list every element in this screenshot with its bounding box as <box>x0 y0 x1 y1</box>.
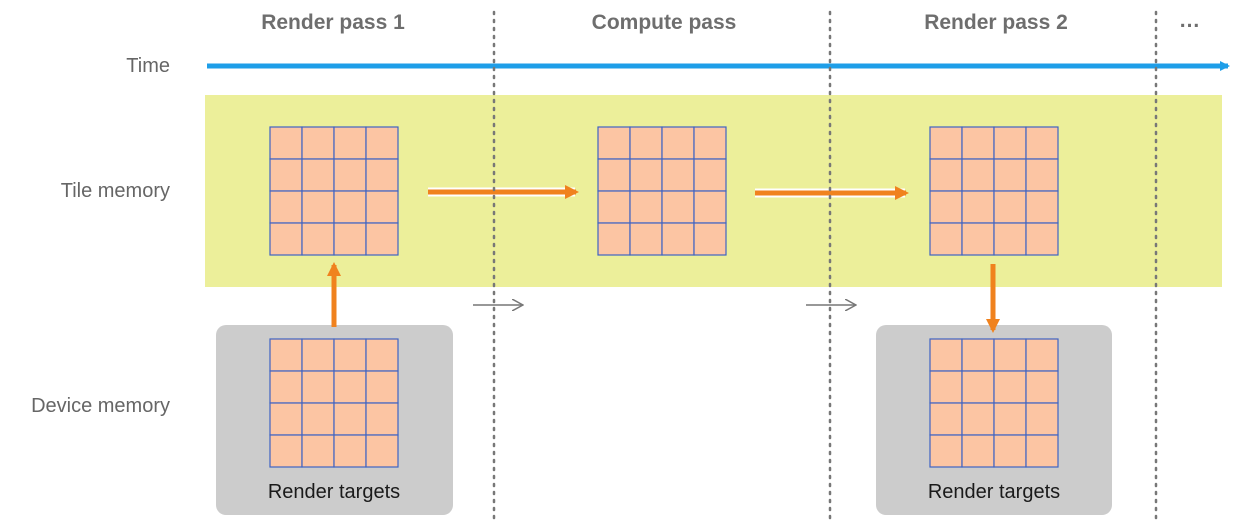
grid-cell <box>661 190 695 224</box>
grid-cell <box>929 126 963 160</box>
grid-cell <box>365 126 399 160</box>
grid-cell <box>993 190 1027 224</box>
grid-cell <box>301 190 335 224</box>
grid-cell <box>333 434 367 468</box>
grid-cell <box>629 126 663 160</box>
grid-cell <box>1025 338 1059 372</box>
grid-cell <box>301 434 335 468</box>
grid-cell <box>365 402 399 436</box>
grid-cell <box>1025 158 1059 192</box>
grid-cell <box>301 370 335 404</box>
grid-cell <box>269 126 303 160</box>
row-label-device-memory: Device memory <box>31 395 170 417</box>
tile-grid-render-pass-1 <box>269 126 399 256</box>
grid-cell <box>961 126 995 160</box>
grid-cell <box>961 402 995 436</box>
grid-cell <box>365 338 399 372</box>
grid-cell <box>1025 222 1059 256</box>
grid-cell <box>301 222 335 256</box>
grid-cell <box>993 222 1027 256</box>
grid-cell <box>333 158 367 192</box>
grid-cell <box>693 126 727 160</box>
grid-cell <box>597 222 631 256</box>
header-more-ellipsis: ... <box>1179 9 1201 32</box>
grid-cell <box>961 338 995 372</box>
grid-cell <box>929 158 963 192</box>
render-target-grid-2 <box>929 338 1059 468</box>
grid-cell <box>365 434 399 468</box>
tile-grid-render-pass-2 <box>929 126 1059 256</box>
render-targets-label-1: Render targets <box>267 481 401 503</box>
grid-cell <box>333 190 367 224</box>
grid-cell <box>365 158 399 192</box>
grid-cell <box>629 222 663 256</box>
grid-cell <box>1025 402 1059 436</box>
grid-cell <box>961 222 995 256</box>
grid-cell <box>929 222 963 256</box>
grid-cell <box>365 190 399 224</box>
grid-cell <box>333 126 367 160</box>
grid-cell <box>301 338 335 372</box>
grid-cell <box>269 190 303 224</box>
grid-cell <box>1025 434 1059 468</box>
grid-cell <box>693 190 727 224</box>
grid-cell <box>961 434 995 468</box>
grid-cell <box>333 370 367 404</box>
grid-cell <box>597 158 631 192</box>
header-render-pass-1: Render pass 1 <box>261 11 405 34</box>
grid-cell <box>961 370 995 404</box>
grid-cell <box>365 222 399 256</box>
grid-cell <box>269 158 303 192</box>
grid-cell <box>961 158 995 192</box>
grid-cell <box>929 370 963 404</box>
grid-cell <box>993 434 1027 468</box>
grid-cell <box>597 126 631 160</box>
render-target-grid-1 <box>269 338 399 468</box>
grid-cell <box>693 158 727 192</box>
grid-cell <box>1025 370 1059 404</box>
row-label-time: Time <box>126 55 170 77</box>
grid-cell <box>333 222 367 256</box>
grid-cell <box>269 222 303 256</box>
grid-cell <box>661 126 695 160</box>
grid-cell <box>693 222 727 256</box>
grid-cell <box>269 338 303 372</box>
grid-cell <box>929 190 963 224</box>
grid-cell <box>333 402 367 436</box>
grid-cell <box>929 434 963 468</box>
grid-cell <box>993 158 1027 192</box>
grid-cell <box>301 158 335 192</box>
row-label-tile-memory: Tile memory <box>60 180 170 202</box>
grid-cell <box>993 402 1027 436</box>
grid-cell <box>269 434 303 468</box>
tile-grid-compute-pass <box>597 126 727 256</box>
grid-cell <box>629 158 663 192</box>
grid-cell <box>1025 190 1059 224</box>
grid-cell <box>301 126 335 160</box>
header-render-pass-2: Render pass 2 <box>924 11 1068 34</box>
grid-cell <box>661 158 695 192</box>
grid-cell <box>365 370 399 404</box>
grid-cell <box>661 222 695 256</box>
grid-cell <box>961 190 995 224</box>
grid-cell <box>993 338 1027 372</box>
grid-cell <box>993 126 1027 160</box>
grid-cell <box>301 402 335 436</box>
grid-cell <box>269 402 303 436</box>
grid-cell <box>993 370 1027 404</box>
grid-cell <box>929 402 963 436</box>
header-compute-pass: Compute pass <box>591 11 737 34</box>
grid-cell <box>333 338 367 372</box>
grid-cell <box>269 370 303 404</box>
grid-cell <box>929 338 963 372</box>
grid-cell <box>597 190 631 224</box>
render-targets-label-2: Render targets <box>927 481 1061 503</box>
grid-cell <box>1025 126 1059 160</box>
grid-cell <box>629 190 663 224</box>
